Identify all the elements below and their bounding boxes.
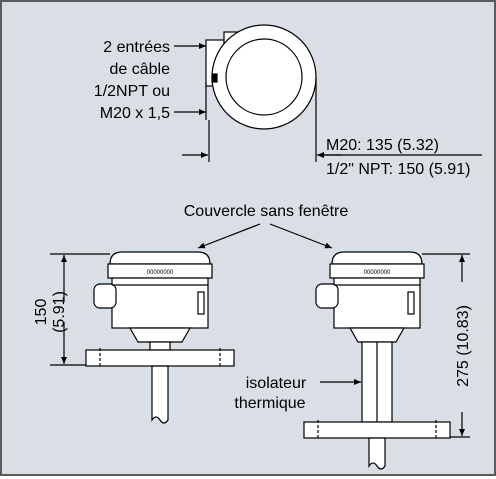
left-cover-dome <box>109 251 211 265</box>
right-housing <box>333 277 421 329</box>
housing-top-inner <box>225 38 303 116</box>
technical-drawing: 2 entrées de câble 1/2NPT ou M20 x 1,5 M… <box>33 24 482 470</box>
left-neck <box>128 327 192 343</box>
entry-mark <box>211 73 218 83</box>
isolator-label-1: isolateur <box>246 375 307 392</box>
cover-arrow-right <box>269 223 333 249</box>
dim-m20-label: M20: 135 (5.32) <box>326 137 439 154</box>
cover-arrow-left <box>197 223 261 249</box>
right-instrument <box>303 251 451 470</box>
isolator-label-2: thermique <box>234 395 305 412</box>
left-flange <box>85 349 235 367</box>
cover-label: Couvercle sans fenêtre <box>184 203 349 220</box>
left-probe <box>151 365 169 424</box>
right-cover-dome <box>331 251 423 265</box>
right-flange <box>303 421 451 439</box>
right-height-label: 275 (10.83) <box>455 305 472 387</box>
cable-entries-label-3: 1/2NPT ou <box>94 83 170 100</box>
left-height-mm: 150 <box>33 299 50 326</box>
cable-entries-label-4: M20 x 1,5 <box>100 105 170 122</box>
left-nameplate: 00000000 <box>147 270 174 276</box>
cable-entries-label-2: de câble <box>110 61 171 78</box>
left-cable-gland <box>93 283 117 309</box>
top-view <box>174 24 482 162</box>
dim-npt-label: 1/2" NPT: 150 (5.91) <box>326 161 470 178</box>
right-side-plate <box>407 291 415 315</box>
left-side-plate <box>197 291 205 315</box>
cable-entries-label-1: 2 entrées <box>103 39 170 56</box>
right-neck <box>348 327 406 343</box>
right-probe <box>368 437 386 470</box>
left-stem <box>149 341 171 351</box>
left-height-in: (5.91) <box>51 291 68 333</box>
right-nameplate: 00000000 <box>364 270 391 276</box>
right-cable-gland <box>315 283 339 309</box>
left-instrument <box>85 251 235 424</box>
